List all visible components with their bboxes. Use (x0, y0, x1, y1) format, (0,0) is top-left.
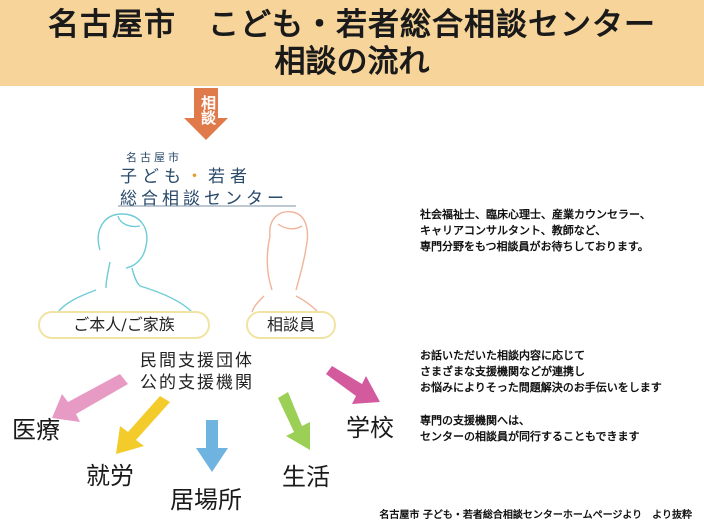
logo-children-youth: 子ども・若者 (120, 162, 252, 187)
logo-dot: ・ (186, 167, 208, 187)
text-line: さまざまな支援機関などが連携し (420, 365, 585, 378)
consultation-label: 相談 (199, 95, 217, 125)
destination-school: 学校 (346, 414, 394, 442)
destination-life: 生活 (282, 463, 330, 491)
counselor-description: 社会福祉士、臨床心理士、産業カウンセラー、 キャリアコンサルタント、教師など、 … (420, 207, 651, 255)
logo-center: 総合相談センター (120, 189, 288, 209)
collaboration-description: お話いただいた相談内容に応じて さまざまな支援機関などが連携し お悩みによりそっ… (420, 348, 662, 396)
text-line: お悩みによりそった問題解決のお手伝いをします (420, 381, 662, 394)
destination-medical: 医療 (12, 416, 60, 444)
person-family-label: ご本人/ご家族 (38, 311, 210, 339)
header-banner: 名古屋市 こども・若者総合相談センター 相談の流れ (0, 0, 704, 86)
text-line: キャリアコンサルタント、教師など、 (420, 224, 607, 237)
text-line: 専門分野をもつ相談員がお待ちしております。 (420, 240, 649, 253)
work-arrow (116, 396, 170, 454)
public-support: 公的支援機関 (140, 373, 254, 393)
consultation-arrow (184, 88, 228, 140)
school-arrow (326, 366, 380, 404)
destination-place: 居場所 (170, 486, 242, 514)
accompany-description: 専門の支援機関へは、 センターの相談員が同行することもできます (420, 413, 640, 445)
life-arrow (278, 392, 310, 450)
text-line: 専門の支援機関へは、 (420, 414, 530, 427)
title-line2: 相談の流れ (274, 44, 430, 80)
text-line: 社会福祉士、臨床心理士、産業カウンセラー、 (420, 208, 651, 221)
person-illustration (57, 213, 193, 313)
private-support: 民間支援団体 (140, 351, 254, 371)
counselor-illustration (251, 211, 319, 313)
text-line: センターの相談員が同行することもできます (420, 430, 640, 443)
logo-youth: 若者 (208, 167, 252, 187)
logo-children: 子ども (120, 167, 186, 187)
counselor-label: 相談員 (246, 311, 336, 339)
logo-city: 名古屋市 (126, 151, 182, 164)
medical-arrow (52, 374, 128, 422)
support-organizations: 民間支援団体 公的支援機関 (140, 350, 254, 394)
home-arrow (196, 420, 228, 472)
title-line1: 名古屋市 こども・若者総合相談センター (48, 7, 656, 43)
text-line: お話いただいた相談内容に応じて (420, 349, 585, 362)
source-note: 名古屋市 子ども・若者総合相談センターホームページより より抜粋 (379, 510, 692, 521)
destination-work: 就労 (86, 462, 134, 490)
